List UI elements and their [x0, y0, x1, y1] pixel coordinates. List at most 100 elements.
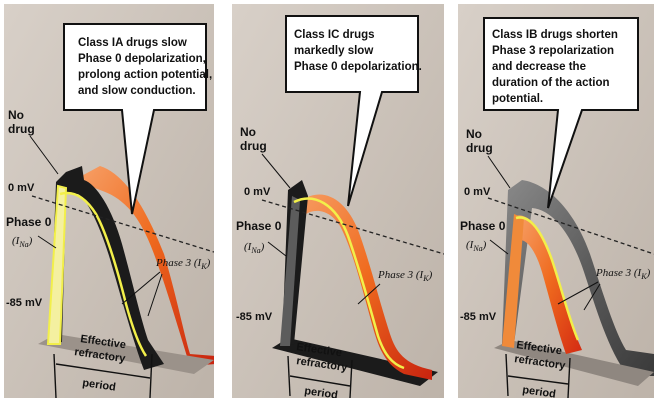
erp-bracket-left: [287, 355, 291, 397]
speech-bubble: [63, 23, 207, 215]
bubble-line-1: Class IC drugs: [294, 29, 375, 41]
phase3-label-text: Phase 3 (I: [595, 267, 643, 279]
phase0-current: (INa): [12, 235, 33, 249]
erp-bracket-left: [53, 353, 57, 398]
panel-class-ia-graphic: Class IA drugs slow Phase 0 depolarizati…: [4, 4, 214, 398]
phase3-pointer-1: [557, 281, 599, 305]
baseline-floor: [494, 340, 654, 386]
phase0-upstroke: [280, 196, 300, 346]
no-drug-pointer: [261, 153, 291, 189]
no-drug-label-2: drug: [240, 139, 267, 153]
phase3-close: ): [646, 267, 651, 279]
bubble-line-4: and slow conduction.: [78, 85, 196, 97]
speech-bubble: [483, 17, 639, 209]
zero-mv-label: 0 mV: [464, 186, 491, 198]
phase3-pointer-2: [147, 273, 163, 317]
panel-class-ib-graphic: Class IB drugs shorten Phase 3 repolariz…: [458, 4, 654, 398]
bubble-line-3: and decrease the: [492, 61, 586, 73]
erp-label-3: period: [522, 384, 557, 398]
erp-bracket-right: [567, 357, 571, 398]
no-drug-ap: [50, 166, 164, 370]
phase3-label-text: Phase 3 (I: [155, 257, 203, 269]
bubble-line-1: Class IA drugs slow: [78, 37, 187, 49]
zero-mv-label: 0 mV: [244, 186, 271, 198]
erp-bracket-right: [149, 353, 153, 398]
erp-arrow: [55, 363, 151, 379]
phase3-label: Phase 3 (IK): [377, 269, 433, 283]
ap-highlight: [59, 191, 148, 357]
phase0-pointer: [489, 239, 509, 255]
no-drug-label-2: drug: [8, 122, 35, 136]
erp-label-3: period: [82, 377, 117, 394]
phase0-current-open: (I: [466, 239, 475, 251]
phase0-current-open: (I: [12, 235, 21, 247]
bubble-line-2: Phase 0 depolarization,: [78, 53, 206, 65]
phase3-label: Phase 3 (IK): [155, 257, 211, 271]
no-drug-label-1: No: [8, 108, 24, 122]
ap-highlight: [293, 197, 405, 370]
bubble-line-4: duration of the action: [492, 77, 610, 89]
bubble-line-2: markedly slow: [294, 45, 373, 57]
phase3-sub: K: [200, 262, 207, 271]
no-drug-pointer: [487, 155, 511, 189]
phase0-pointer: [267, 241, 287, 257]
phase3-label: Phase 3 (IK): [595, 267, 651, 281]
minus85-label: -85 mV: [236, 311, 273, 323]
phase0-current: (INa): [466, 239, 487, 253]
bubble-line-5: potential.: [492, 93, 543, 105]
minus85-label: -85 mV: [460, 311, 497, 323]
phase0-label: Phase 0: [236, 219, 282, 233]
phase3-close: ): [428, 269, 433, 281]
phase3-close: ): [206, 257, 211, 269]
phase0-current-close: ): [482, 239, 487, 251]
phase3-sub: K: [422, 274, 429, 283]
phase0-current-close: ): [260, 241, 265, 253]
no-drug-label-1: No: [466, 127, 482, 141]
phase0-current-open: (I: [244, 241, 253, 253]
speech-bubble: [285, 15, 419, 207]
bubble-line-2: Phase 3 repolarization: [492, 45, 614, 57]
zero-mv-line: [261, 199, 444, 255]
phase3-label-text: Phase 3 (I: [377, 269, 425, 281]
erp-label-3: period: [304, 385, 339, 398]
phase0-current-close: ): [28, 235, 33, 247]
baseline-floor: [272, 338, 438, 386]
phase0-current-sub: Na: [250, 246, 260, 255]
no-drug-label-1: No: [240, 125, 256, 139]
zero-mv-line: [31, 195, 214, 253]
zero-mv-label: 0 mV: [8, 182, 35, 194]
zero-mv-line: [487, 197, 654, 255]
phase3-pointer: [357, 283, 381, 305]
erp-arrow: [507, 375, 569, 385]
panel-class-ib: Class IB drugs shorten Phase 3 repolariz…: [458, 4, 654, 398]
baseline-floor: [38, 334, 214, 374]
erp-arrow: [289, 375, 351, 387]
panel-class-ic-graphic: Class IC drugs markedly slow Phase 0 dep…: [232, 4, 444, 398]
phase0-current-sub: Na: [472, 244, 482, 253]
phase0-label: Phase 0: [460, 219, 506, 233]
phase0-current-sub: Na: [18, 240, 28, 249]
drug-ap-ribbon: [74, 166, 214, 366]
phase3-sub: K: [640, 272, 647, 281]
phase0-upstroke: [46, 184, 68, 345]
bubble-line-3: prolong action potential,: [78, 69, 212, 81]
bubble-line-3: Phase 0 depolarization.: [294, 61, 422, 73]
phase0-current: (INa): [244, 241, 265, 255]
minus85-label: -85 mV: [6, 297, 43, 309]
no-drug-label-2: drug: [466, 141, 493, 155]
drug-ap-ribbon: [282, 194, 432, 380]
panel-class-ic: Class IC drugs markedly slow Phase 0 dep…: [232, 4, 444, 398]
no-drug-pointer: [29, 135, 59, 175]
bubble-line-1: Class IB drugs shorten: [492, 29, 618, 41]
phase3-pointer-2: [583, 283, 601, 311]
phase3-pointer-1: [121, 271, 161, 305]
phase0-pointer: [37, 235, 57, 249]
erp-bracket-left: [505, 353, 509, 397]
ap-highlight: [515, 216, 580, 341]
drug-ap-ribbon: [514, 215, 582, 354]
phase0-upstroke: [502, 214, 524, 348]
no-drug-ap: [502, 180, 654, 376]
phase0-label: Phase 0: [6, 215, 52, 229]
panel-class-ia: Class IA drugs slow Phase 0 depolarizati…: [4, 4, 214, 398]
